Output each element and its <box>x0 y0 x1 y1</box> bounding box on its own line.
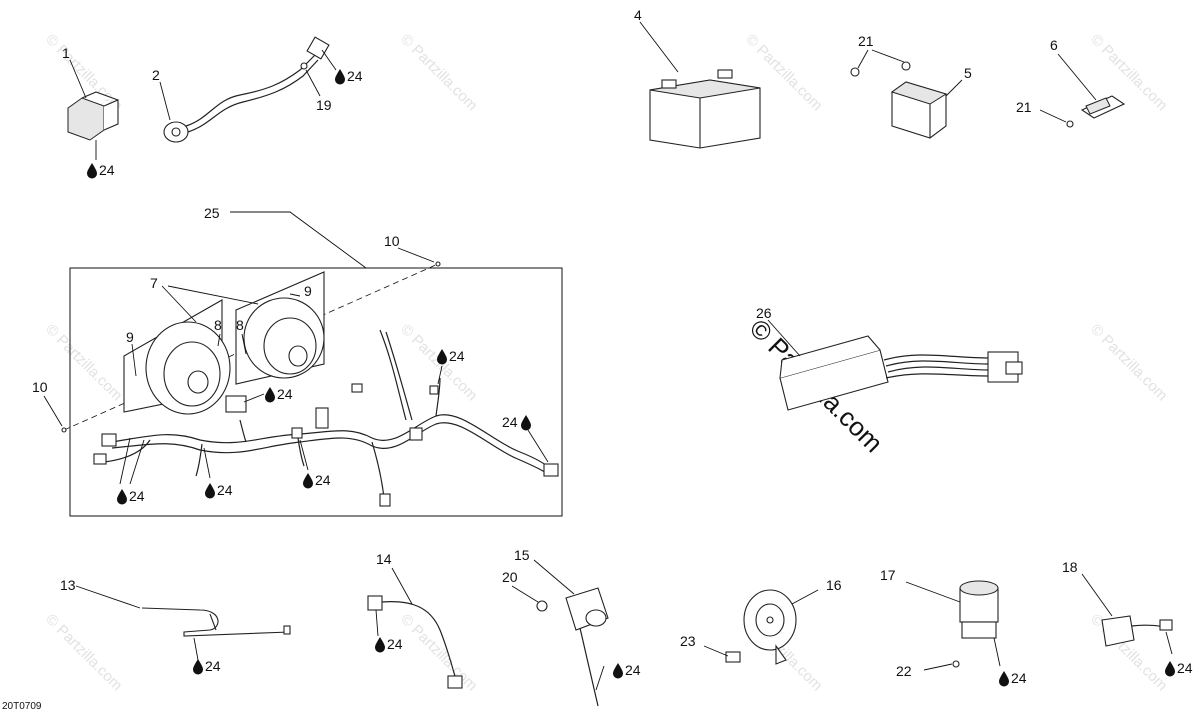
part-5-relay <box>850 49 963 139</box>
lube-marker: 24 <box>87 162 115 179</box>
oil-drop-icon <box>193 659 203 675</box>
svg-text:24: 24 <box>217 482 233 498</box>
part-6-bracket <box>1039 53 1126 128</box>
callout-21-b: 21 <box>1016 99 1032 115</box>
oil-drop-icon <box>521 415 531 431</box>
oil-drop-icon <box>999 671 1009 687</box>
callout-19: 19 <box>316 97 332 113</box>
part-26-module <box>767 319 1023 411</box>
part-17-switch <box>905 580 1001 671</box>
lube-marker: 24 <box>437 348 465 365</box>
part-4-battery <box>639 21 761 149</box>
oil-drop-icon <box>335 69 345 85</box>
part-14-sensor <box>367 567 463 689</box>
callout-2: 2 <box>152 67 160 83</box>
part-16-horn <box>703 589 819 665</box>
callout-16: 16 <box>826 577 842 593</box>
oil-drop-icon <box>265 387 275 403</box>
watermark: © Partzilla.com <box>42 611 125 694</box>
callout-10-a: 10 <box>384 233 400 249</box>
lube-marker: 24 <box>193 658 221 675</box>
part-2-lamp-socket <box>159 36 337 143</box>
lube-marker: 24 <box>613 662 641 679</box>
svg-text:24: 24 <box>387 636 403 652</box>
watermark: © Partzilla.com <box>42 321 125 404</box>
watermark: © Partzilla.com <box>1087 321 1170 404</box>
callout-4: 4 <box>634 7 642 23</box>
part-15-ignition-switch <box>511 559 609 707</box>
lube-marker: 24 <box>335 68 363 85</box>
lube-marker: 24 <box>999 670 1027 687</box>
callout-9-b: 9 <box>304 283 312 299</box>
oil-drop-icon <box>1165 661 1175 677</box>
svg-text:24: 24 <box>129 488 145 504</box>
callout-5: 5 <box>964 65 972 81</box>
callout-26: 26 <box>756 305 772 321</box>
callout-18: 18 <box>1062 559 1078 575</box>
diagram-code: 20T0709 <box>2 701 42 712</box>
callout-1: 1 <box>62 45 70 61</box>
callout-8-a: 8 <box>214 317 222 333</box>
callout-8-b: 8 <box>236 317 244 333</box>
oil-drop-icon <box>303 473 313 489</box>
oil-drop-icon <box>375 637 385 653</box>
svg-text:24: 24 <box>502 414 518 430</box>
callout-10-b: 10 <box>32 379 48 395</box>
callout-21-a: 21 <box>858 33 874 49</box>
svg-text:24: 24 <box>625 662 641 678</box>
callout-17: 17 <box>880 567 896 583</box>
callout-7: 7 <box>150 275 158 291</box>
callout-6: 6 <box>1050 37 1058 53</box>
lube-marker: 24 <box>502 414 531 431</box>
lube-marker: 24 <box>303 472 331 489</box>
watermark: © Partzilla.com <box>397 31 480 114</box>
lube-marker: 24 <box>265 386 293 403</box>
svg-text:24: 24 <box>1011 670 1027 686</box>
watermark: © Partzilla.com <box>397 611 480 694</box>
callout-23: 23 <box>680 633 696 649</box>
callout-14: 14 <box>376 551 392 567</box>
callout-22: 22 <box>896 663 912 679</box>
svg-text:24: 24 <box>449 348 465 364</box>
lube-marker: 24 <box>205 482 233 499</box>
svg-text:24: 24 <box>205 658 221 674</box>
svg-text:24: 24 <box>315 472 331 488</box>
part-18-connector <box>1081 573 1173 655</box>
part-13-bracket <box>75 585 291 661</box>
svg-text:24: 24 <box>1177 660 1193 676</box>
lube-markers: 24 24 24 24 24 24 24 24 24 24 24 24 24 <box>87 68 1193 687</box>
headlamp-harness-assembly <box>43 211 563 517</box>
callout-25: 25 <box>204 205 220 221</box>
oil-drop-icon <box>205 483 215 499</box>
callout-9-a: 9 <box>126 329 134 345</box>
svg-text:24: 24 <box>277 386 293 402</box>
callout-20: 20 <box>502 569 518 585</box>
oil-drop-icon <box>613 663 623 679</box>
lube-marker: 24 <box>375 636 403 653</box>
lube-marker: 24 <box>117 488 145 505</box>
callout-13: 13 <box>60 577 76 593</box>
svg-text:24: 24 <box>347 68 363 84</box>
oil-drop-icon <box>117 489 127 505</box>
svg-text:24: 24 <box>99 162 115 178</box>
oil-drop-icon <box>87 163 97 179</box>
lube-marker: 24 <box>1165 660 1193 677</box>
part-1-connector-cap <box>67 59 119 160</box>
callout-15: 15 <box>514 547 530 563</box>
